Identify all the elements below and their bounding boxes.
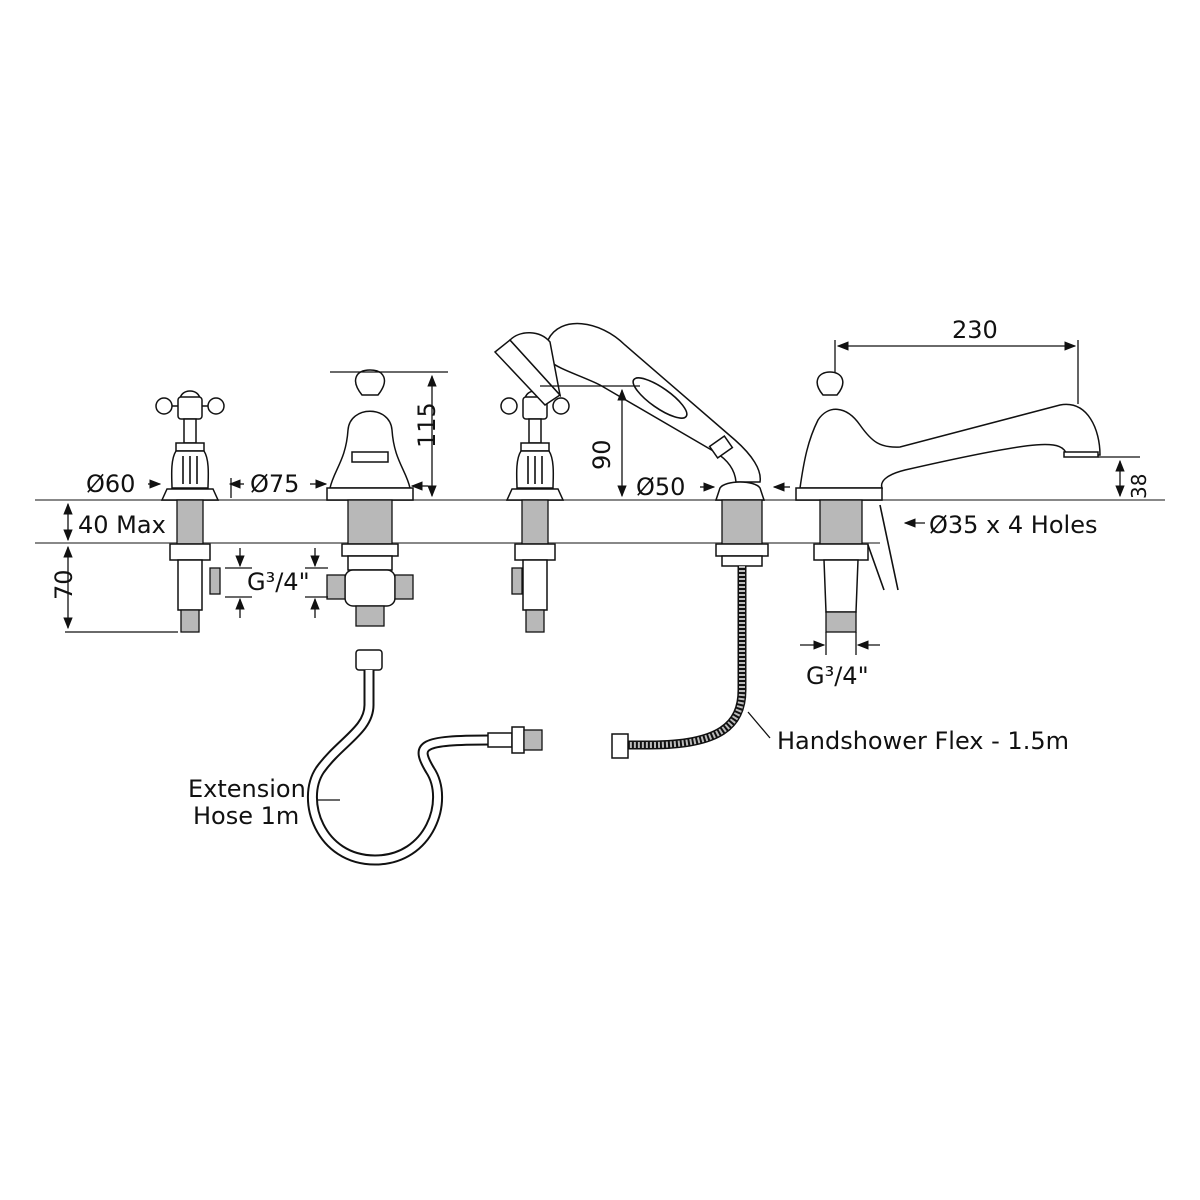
dim-tail-length: 70 [50,569,78,600]
dim-valve-height: 115 [413,402,441,448]
dim-spout-reach: 230 [952,316,998,344]
bath-spout [795,371,1101,633]
dim-pillar-base-diameter: Ø60 [86,470,135,498]
label-extension-hose-line2: Hose 1m [193,802,299,830]
dim-handshower-base-diameter: Ø50 [636,473,685,501]
dim-valve-base-diameter: Ø75 [250,470,299,498]
dim-inlet-thread-left: G³/4" [247,568,310,596]
extension-hose [306,649,543,866]
dim-spout-clearance: 38 [1127,474,1151,499]
dimension-lines [63,340,1140,801]
handshower [493,322,769,567]
label-handshower-flex: Handshower Flex - 1.5m [777,727,1069,755]
dim-handshower-height: 90 [588,439,616,470]
cross-head-tap-left [155,390,225,633]
handshower-flex-hose [625,566,747,750]
cross-head-tap-right [500,390,570,633]
dim-holes: Ø35 x 4 Holes [929,511,1097,539]
dim-inlet-thread-right: G³/4" [806,662,869,690]
label-extension-hose-line1: Extension [188,775,306,803]
diverter-valve [326,369,414,627]
dim-deck-thickness: 40 Max [78,511,166,539]
flex-hose-nut [611,733,629,759]
